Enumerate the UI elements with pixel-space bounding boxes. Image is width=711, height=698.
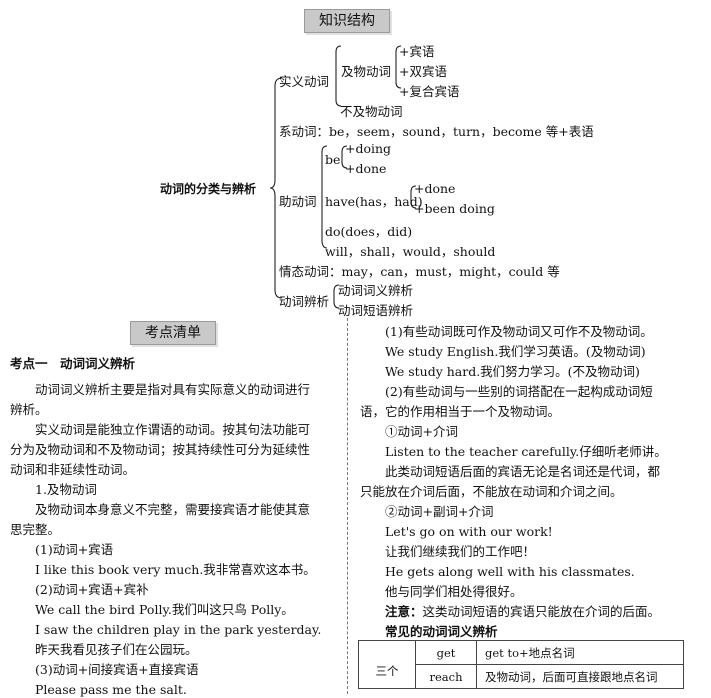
left-text-line: 辨析。 [10, 402, 48, 417]
right-text-line: 语，它的作用相当于一个及物动词。 [360, 404, 561, 419]
be-item: +done [345, 161, 387, 176]
section-heading: 考点一 动词词义辨析 [10, 356, 136, 371]
left-text-line: 实义动词是能独立作谓语的动词。按其句法功能可 [10, 422, 311, 437]
right-text-line: We study English.我们学习英语。(及物动词) [360, 344, 646, 359]
left-text-line: 分为及物动词和不及物动词；按其持续性可分为延续性 [10, 442, 311, 457]
right-text-line: 他与同学们相处得很好。 [360, 584, 523, 599]
bianxi-item: 动词短语辨析 [338, 303, 414, 318]
root-node-label: 动词的分类与辨析 [160, 182, 257, 196]
have-item: +been doing [414, 201, 495, 216]
bianxi-item: 动词词义辨析 [338, 283, 414, 298]
bujiwu-label: 不及物动词 [340, 104, 403, 119]
jiwu-item: +复合宾语 [399, 84, 460, 99]
knowledge-structure-title: 知识结构 [319, 13, 375, 29]
table-group-cell: 三个 [358, 640, 416, 689]
table-row: 三个 get get to+地点名词 [358, 640, 684, 689]
right-text-line: 让我们继续我们的工作吧！ [360, 544, 536, 559]
table-cell-verb: reach [415, 664, 477, 689]
be-label: be [325, 152, 341, 167]
zhu-label: 助动词 [279, 194, 317, 209]
checklist-banner: 考点清单 [130, 321, 216, 345]
table-cell-verb: get [415, 640, 477, 665]
right-text-line: We study hard.我们努力学习。(不及物动词) [360, 364, 640, 379]
left-text-line: 昨天我看见孩子们在公园玩。 [10, 642, 198, 657]
right-text-line: (1)有些动词既可作及物动词又可作不及物动词。 [360, 324, 653, 339]
left-text-line: I saw the children play in the park yest… [10, 622, 322, 637]
do-label: do(does，did) [325, 224, 413, 239]
knowledge-structure-banner: 知识结构 [304, 9, 390, 33]
left-text-line: 动词和非延续性动词。 [10, 462, 136, 477]
right-text-line: 此类动词短语后面的宾语无论是名词还是代词，都 [360, 464, 661, 479]
table-row: reach 及物动词，后面可直接跟地点名词 [359, 664, 684, 689]
column-divider [347, 318, 348, 694]
note-line: 注意：这类动词短语的宾语只能放在介词的后面。 [360, 601, 690, 620]
jiwu-item: +宾语 [399, 44, 435, 59]
note-label: 注意： [385, 604, 423, 619]
bianxi-label: 动词辨析 [279, 294, 330, 309]
right-text-line: (2)有些动词与一些别的词搭配在一起构成动词短 [360, 384, 653, 399]
left-text-line: We call the bird Polly.我们叫这只鸟 Polly。 [10, 602, 294, 617]
jiwu-label: 及物动词 [341, 64, 392, 79]
left-text-line: 及物动词本身意义不完整，需要接宾语才能使其意 [10, 502, 311, 517]
table-cell-usage: get to+地点名词 [476, 640, 684, 665]
table-title: 常见的动词词义辨析 [385, 624, 498, 639]
shiyi-label: 实义动词 [279, 74, 330, 89]
have-item: +done [414, 181, 456, 196]
have-label: have(has，had) [325, 194, 423, 209]
be-item: +doing [345, 141, 392, 156]
right-text-line: He gets along well with his classmates. [360, 564, 635, 579]
right-text-line: Let's go on with our work! [360, 524, 553, 539]
qingtai-label: 情态动词：may，can，must，might，could 等 [279, 264, 560, 279]
checklist-title: 考点清单 [145, 325, 201, 341]
left-text-line: 思完整。 [10, 522, 61, 537]
left-text-line: (1)动词+宾语 [10, 542, 114, 557]
left-text-line: Please pass me the salt. [10, 682, 187, 697]
verb-table: 三个 get get to+地点名词 reach 及物动词，后面可直接跟地点名词 [358, 640, 684, 689]
right-text-line: ①动词+介词 [360, 424, 458, 439]
left-text-line: 1.及物动词 [10, 482, 97, 497]
jiwu-item: +双宾语 [399, 64, 447, 79]
right-text-line: 只能放在介词后面，不能放在动词和介词之间。 [360, 484, 623, 499]
bracket-lines [269, 45, 417, 309]
left-text-line: (2)动词+宾语+宾补 [10, 582, 149, 597]
left-text-line: 动词词义辨析主要是指对具有实际意义的动词进行 [10, 382, 311, 397]
table-cell-usage: 及物动词，后面可直接跟地点名词 [476, 664, 684, 689]
left-text-line: I like this book very much.我非常喜欢这本书。 [10, 562, 316, 577]
will-label: will，shall，would，should [325, 244, 496, 259]
table-title-line: 常见的动词词义辨析 [360, 621, 690, 640]
note-text: 这类动词短语的宾语只能放在介词的后面。 [422, 604, 661, 619]
right-text-line: ②动词+副词+介词 [360, 504, 494, 519]
right-text-line: Listen to the teacher carefully.仔细听老师讲。 [360, 444, 667, 459]
left-text-line: (3)动词+间接宾语+直接宾语 [10, 662, 199, 677]
xi-label: 系动词：be，seem，sound，turn，become 等+表语 [279, 124, 594, 139]
